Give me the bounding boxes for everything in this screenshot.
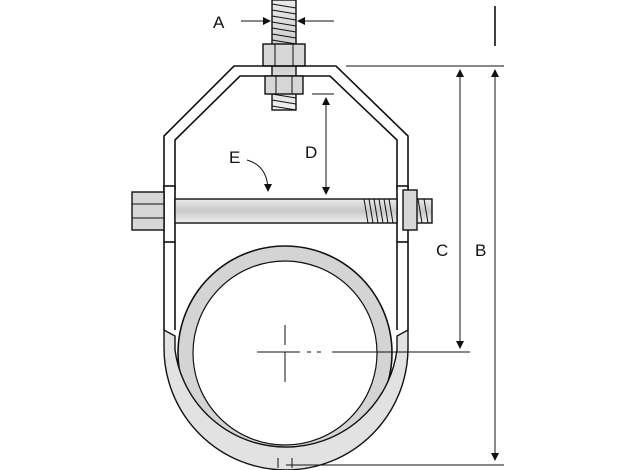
label-c: C: [436, 241, 448, 260]
label-b: B: [475, 241, 486, 260]
label-d: D: [305, 143, 317, 162]
callout-e: E: [229, 148, 272, 192]
dimension-d: D: [305, 93, 334, 195]
pipe-centerline: [257, 325, 321, 382]
rod-lower-nut: [264, 75, 304, 95]
label-e: E: [229, 148, 240, 167]
dimension-b: B: [286, 65, 504, 466]
clamp-lower-cradle: [163, 328, 409, 470]
cross-bolt: [174, 198, 433, 224]
bolt-head: [131, 191, 165, 231]
bolt-nut: [402, 189, 418, 231]
clamp-left-ear: [163, 185, 176, 243]
dimension-a: A: [213, 13, 334, 32]
label-a: A: [213, 13, 225, 32]
rod-upper-nut: [262, 43, 306, 67]
